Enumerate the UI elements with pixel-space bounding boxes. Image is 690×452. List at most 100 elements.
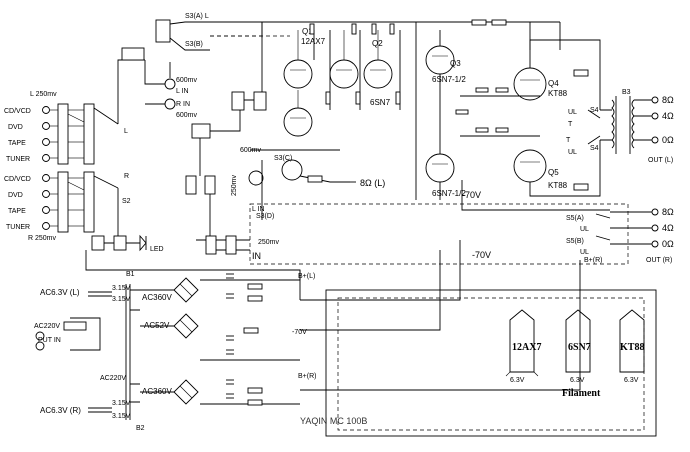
mv600-label: 600mv: [240, 147, 262, 154]
s4-label-2: S4: [590, 145, 599, 152]
rca-jack-icon: [42, 106, 50, 114]
q3-type: 6SN7-1/2: [432, 75, 466, 84]
ac360-2-label: AC360V: [142, 387, 172, 396]
s5b-label: S5(B): [566, 238, 584, 245]
tube-q6: [425, 153, 455, 183]
v315-2: 3.15V: [112, 296, 131, 303]
rca-jack-icon: [42, 174, 50, 182]
filament-tube-3: KT88 6.3V: [619, 309, 644, 384]
ac63-l-label: AC6.3V (L): [40, 288, 80, 297]
t-label-2: T: [566, 137, 571, 144]
tube-q1c: [283, 107, 313, 137]
aux-r-imp: 600mv: [176, 112, 198, 119]
resistor-icon: [491, 19, 507, 26]
tube-q5: [513, 149, 547, 183]
ac220-label: AC220V: [34, 323, 60, 330]
input-jacks-left: L 250mv CD/VCD DVD TAPE TUNER CD/VCD DVD…: [4, 59, 145, 242]
resistor-icon: [243, 327, 259, 334]
ul-label-2: UL: [568, 149, 577, 156]
right-channel-box: S3(D) L IN 250mv IN -70V S5(A) S5(B) UL …: [196, 203, 674, 265]
s3c-label: S3(C): [274, 155, 292, 162]
rca-jack-icon: [42, 222, 50, 230]
ac220-sec-label: AC220V: [100, 375, 126, 382]
ac52-label: AC52V: [144, 321, 170, 330]
b1-label: B1: [126, 271, 135, 278]
resistor-icon: [389, 23, 395, 35]
resistor-icon: [247, 387, 263, 394]
input-right-2: DVD: [8, 192, 23, 199]
filament-tube2-type: 6SN7: [568, 342, 591, 353]
neg70-label-psu: -70V: [292, 329, 307, 336]
aux-l-in: L IN: [176, 88, 189, 95]
ul-label-3: UL: [580, 226, 589, 233]
rca-jack-icon: [42, 122, 50, 130]
out-l-4ohm: 4Ω: [662, 111, 674, 121]
input-right-4: TUNER: [6, 224, 30, 231]
resistor-icon: [309, 23, 315, 35]
filament-label: Filament: [562, 388, 601, 399]
out-l-8ohm: 8Ω: [662, 95, 674, 105]
rca-jack-icon: [42, 190, 50, 198]
output-section: Q4 KT88 Q5 KT88 UL T T UL S4 S4: [513, 22, 612, 197]
resistor-icon: [495, 127, 509, 133]
selector-left-label: L: [124, 128, 128, 135]
out-r-8ohm: 8Ω: [662, 207, 674, 217]
q5-label: Q5: [548, 168, 559, 177]
s4-label-1: S4: [590, 107, 599, 114]
bridge-rectifier-icon: [173, 379, 199, 405]
resistor-icon: [351, 23, 357, 35]
resistor-icon: [475, 127, 489, 133]
q2-type: 6SN7: [370, 98, 391, 107]
filament-tube1-type: 12AX7: [512, 342, 541, 353]
s3a-label: S3(A) L: [185, 13, 209, 20]
s3b-label: S3(B): [185, 41, 203, 48]
bridge-rectifier-icon: [173, 277, 199, 303]
resistor-icon: [371, 23, 377, 35]
filament-tube3-type: KT88: [620, 342, 644, 353]
put-in-label: PUT IN: [38, 337, 61, 344]
out-l-label: OUT (L): [648, 157, 673, 164]
schematic-title: YAQIN MC 100B: [300, 416, 367, 426]
b-plus-r-box: B+(R): [584, 257, 602, 264]
resistor-icon: [471, 19, 487, 26]
in-label: IN: [252, 251, 261, 261]
output-transformer: B3 8Ω 4Ω 0Ω OUT (L): [611, 89, 674, 164]
b3-label: B3: [622, 89, 631, 96]
filament-tube-1: 12AX7 6.3V: [505, 309, 541, 384]
input-right-1: CD/VCD: [4, 176, 31, 183]
input-left-1: CD/VCD: [4, 108, 31, 115]
aux-l-imp: 600mv: [176, 77, 198, 84]
tube-q4: [513, 67, 547, 101]
q3-label: Q3: [450, 59, 461, 68]
resistor-icon: [355, 91, 361, 105]
tube-q2: [363, 59, 393, 89]
selector-right-label: R: [124, 173, 129, 180]
input-left-label: L 250mv: [30, 91, 57, 98]
b-plus-r-label: B+(R): [298, 373, 316, 380]
mv250-label: 250mv: [258, 239, 280, 246]
filament-tube-2: 6SN7 6.3V: [565, 309, 591, 384]
ul-label-4: UL: [580, 249, 589, 256]
q4-label: Q4: [548, 79, 559, 88]
resistor-icon: [455, 109, 469, 115]
s5a-label: S5(A): [566, 215, 584, 222]
rca-jack-icon: [42, 138, 50, 146]
resistor-icon: [325, 91, 331, 105]
q5-type: KT88: [548, 181, 568, 190]
out-r-label: OUT (R): [646, 257, 672, 264]
bridge-rectifier-icon: [173, 313, 199, 339]
input-right-3: TAPE: [8, 208, 26, 215]
lin-label: L IN: [252, 206, 265, 213]
v315-1: 3.15V: [112, 285, 131, 292]
feedback-label: 8Ω (L): [360, 178, 385, 188]
aux-r-in: R IN: [176, 101, 190, 108]
resistor-icon: [247, 283, 263, 290]
filament-v1: 6.3V: [510, 377, 525, 384]
out-l-0ohm: 0Ω: [662, 135, 674, 145]
v315-3: 3.15V: [112, 400, 131, 407]
out-r-4ohm: 4Ω: [662, 223, 674, 233]
q1-type: 12AX7: [301, 37, 326, 46]
tube-q1: [283, 59, 313, 89]
